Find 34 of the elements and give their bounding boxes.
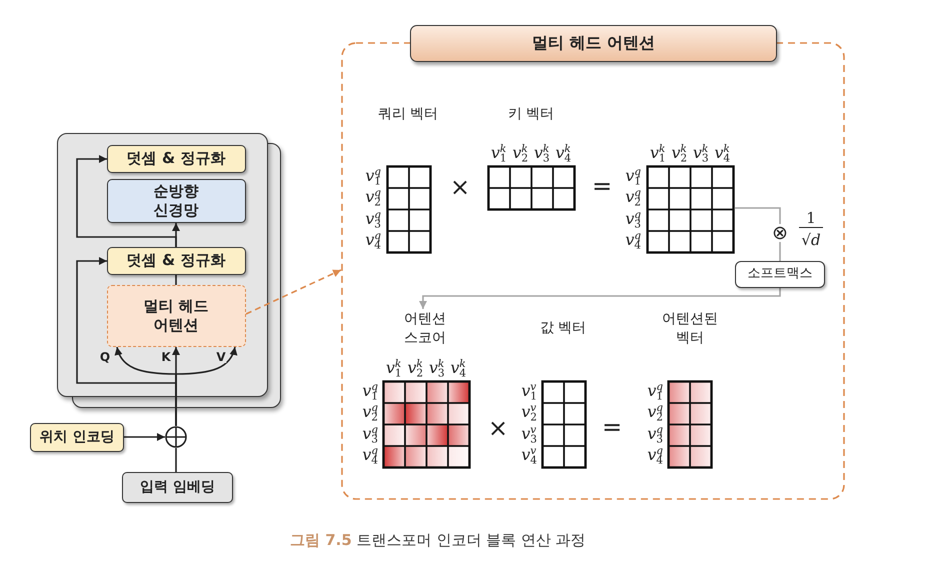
matrix-title: 쿼리 벡터 xyxy=(378,105,438,124)
connector-line xyxy=(175,448,177,472)
layer-box: 덧셈 & 정규화 xyxy=(106,246,246,274)
encoder-card xyxy=(57,133,268,397)
edge-label: K xyxy=(160,351,172,363)
arrow xyxy=(419,288,781,309)
arrow xyxy=(124,433,165,441)
attention-box: 멀티 헤드 어텐션 xyxy=(106,284,246,346)
connector-line xyxy=(735,207,781,224)
arrow xyxy=(76,155,177,247)
edge-label: V xyxy=(215,351,227,363)
connector-line xyxy=(175,275,177,285)
fraction-numerator: 1 xyxy=(799,209,823,228)
dashed-arrow xyxy=(246,269,342,315)
arrow xyxy=(76,257,177,426)
connector-line xyxy=(779,242,781,261)
edge-label: Q xyxy=(98,351,112,363)
figure-caption: 그림 7.5 트랜스포머 인코더 블록 연산 과정 xyxy=(290,531,586,550)
matrix-title: 어텐션 스코어 xyxy=(404,310,446,348)
equals-sign: = xyxy=(602,415,622,439)
matrix-title: 값 벡터 xyxy=(540,319,586,338)
process-box: 소프트맥스 xyxy=(735,261,825,288)
matrix-title: 키 벡터 xyxy=(508,105,554,124)
layer-box: 순방향 신경망 xyxy=(106,178,246,222)
layer-box: 덧셈 & 정규화 xyxy=(106,144,246,172)
matrix-title: 어텐션된 벡터 xyxy=(662,310,718,348)
input-box: 입력 임베딩 xyxy=(122,472,233,503)
fraction-denominator: √d xyxy=(800,230,822,250)
input-box: 위치 인코딩 xyxy=(30,423,124,452)
panel-title: 멀티 헤드 어텐션 xyxy=(410,25,777,62)
multiply-sign: × xyxy=(450,175,470,199)
circled-times-sign: ⊗ xyxy=(771,224,789,242)
equals-sign: = xyxy=(592,174,612,198)
multiply-sign: × xyxy=(488,416,508,440)
